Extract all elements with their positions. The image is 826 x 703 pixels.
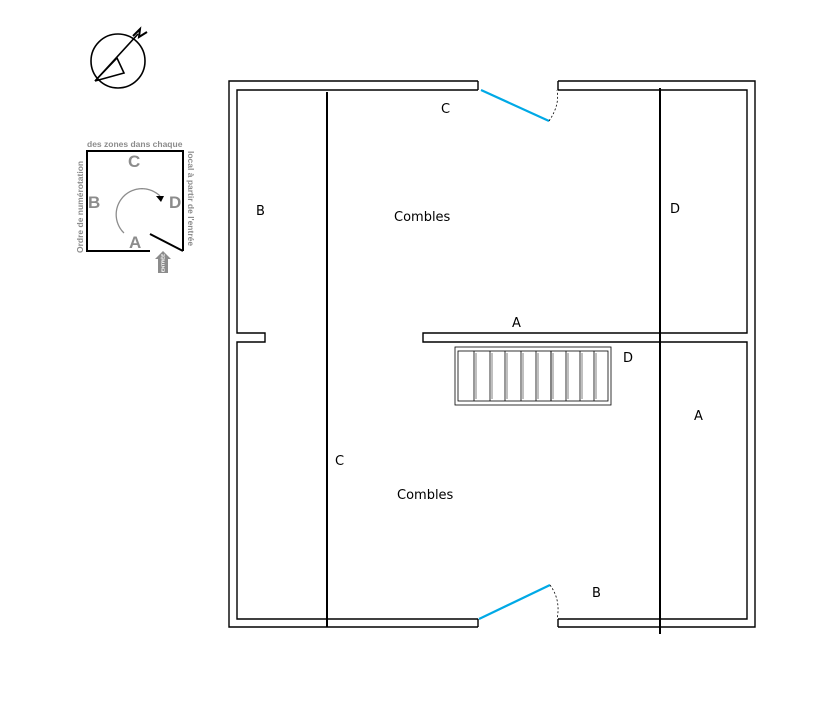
legend-letter-a: A bbox=[129, 233, 141, 252]
staircase-steps bbox=[473, 351, 597, 401]
upper-zone-c-label: C bbox=[441, 102, 450, 117]
upper-zone-d-label: D bbox=[670, 202, 680, 217]
staircase-inner bbox=[457, 350, 609, 402]
door-top-swing bbox=[548, 89, 559, 122]
door-bottom-swing bbox=[549, 584, 559, 620]
staircase-outer bbox=[454, 346, 612, 406]
entrance-label: ENTRÉE bbox=[159, 254, 166, 272]
legend-caption-top: des zones dans chaque bbox=[87, 139, 183, 149]
legend-letter-c: C bbox=[128, 152, 140, 171]
north-compass-icon bbox=[90, 26, 148, 89]
door-bottom bbox=[478, 584, 559, 620]
lower-zone-b-label: B bbox=[592, 586, 601, 601]
legend-caption-left: Ordre de numérotation bbox=[75, 161, 85, 253]
inner-wall-right bbox=[422, 89, 748, 620]
legend-door bbox=[149, 233, 184, 252]
building-walls bbox=[228, 80, 756, 628]
rotation-arrowhead-icon bbox=[156, 196, 164, 202]
legend-caption-right: local à partir de l'entrée bbox=[186, 151, 196, 246]
upper-room-name: Combles bbox=[394, 210, 451, 225]
door-top-leaf bbox=[480, 88, 550, 123]
outer-wall-right bbox=[558, 80, 756, 628]
north-needle-arrow bbox=[94, 56, 126, 82]
rotation-arrow-icon bbox=[115, 188, 161, 234]
north-letter-n bbox=[132, 26, 148, 39]
numbering-legend: des zones dans chaque Ordre de numérotat… bbox=[75, 139, 196, 273]
lower-zone-a-label: A bbox=[694, 409, 703, 424]
lower-zone-c-label: C bbox=[335, 454, 344, 469]
staircase bbox=[454, 346, 612, 406]
inner-wall-left bbox=[236, 89, 478, 620]
lower-room-name: Combles bbox=[397, 488, 454, 503]
upper-zone-a-label: A bbox=[512, 316, 521, 331]
legend-letter-d: D bbox=[169, 193, 181, 212]
upper-zone-b-label: B bbox=[256, 204, 265, 219]
legend-letter-b: B bbox=[88, 193, 100, 212]
entrance-arrow-icon: ENTRÉE bbox=[155, 251, 171, 273]
lower-zone-d-label: D bbox=[623, 351, 633, 366]
legend-room-outline bbox=[86, 150, 184, 252]
door-top bbox=[480, 88, 559, 123]
door-bottom-leaf bbox=[478, 584, 551, 620]
outer-wall-left bbox=[228, 80, 478, 628]
